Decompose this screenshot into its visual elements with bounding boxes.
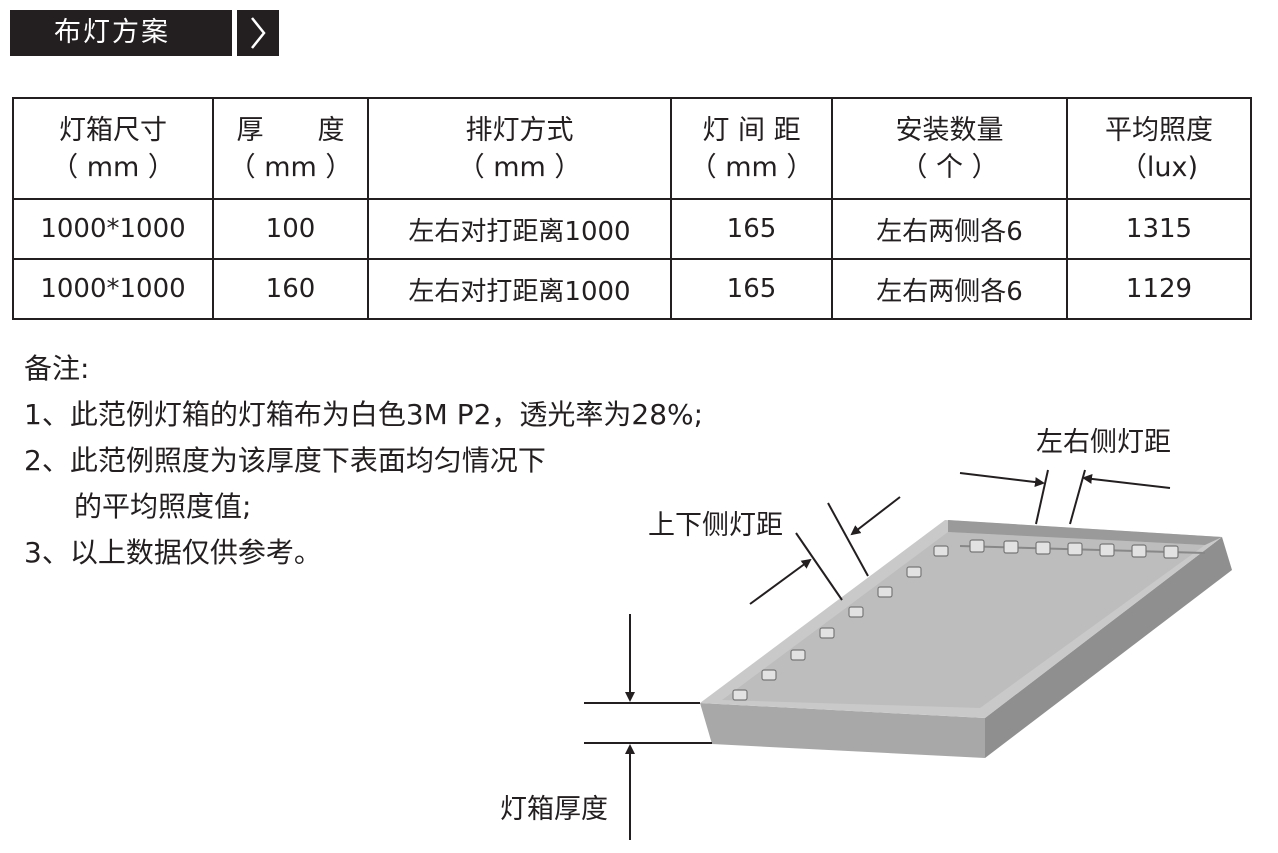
notes-heading: 备注: — [24, 352, 90, 385]
table-cell: 左右对打距离1000 — [367, 258, 672, 320]
box-inner-back-wall — [948, 520, 1222, 545]
box-inner-face — [722, 532, 1205, 708]
table-cell: 1129 — [1066, 258, 1252, 320]
lightbox-body — [700, 520, 1232, 758]
table-cell: 100 — [212, 198, 369, 260]
table-row: 1000*1000 160 左右对打距离1000 165 左右两侧各6 1129 — [12, 258, 1252, 320]
table-cell: 左右两侧各6 — [831, 198, 1068, 260]
section-title: 布灯方案 — [10, 10, 232, 56]
table-cell: 165 — [670, 258, 833, 320]
dimension-lines — [584, 469, 1171, 840]
header-spacing: 灯 间 距（ mm ） — [670, 97, 833, 200]
table-cell: 1000*1000 — [12, 258, 214, 320]
table-cell: 左右对打距离1000 — [367, 198, 672, 260]
table-cell: 1315 — [1066, 198, 1252, 260]
header-illuminance: 平均照度（lux) — [1066, 97, 1252, 200]
led-row-left — [732, 545, 949, 701]
notes-section: 备注: 1、此范例灯箱的灯箱布为白色3M P2，透光率为28%; 2、此范例照度… — [24, 346, 703, 576]
box-front-face — [700, 703, 985, 758]
table-header-row: 灯箱尺寸（ mm ） 厚 度（ mm ） 排灯方式（ mm ） 灯 间 距（ m… — [12, 97, 1252, 200]
table-cell: 1000*1000 — [12, 198, 214, 260]
chevron-right-icon[interactable] — [237, 10, 279, 56]
note-item-continuation: 的平均照度值; — [74, 490, 252, 523]
led-row-back — [959, 539, 1206, 559]
table-cell: 左右两侧各6 — [831, 258, 1068, 320]
note-item: 1、此范例灯箱的灯箱布为白色3M P2，透光率为28%; — [24, 398, 704, 431]
note-item: 3、以上数据仅供参考。 — [24, 536, 322, 569]
thickness-label: 灯箱厚度 — [500, 794, 608, 825]
top-bottom-spacing-label: 上下侧灯距 — [648, 510, 783, 541]
note-item: 2、此范例照度为该厚度下表面均匀情况下 — [24, 444, 546, 477]
header-arrangement: 排灯方式（ mm ） — [367, 97, 672, 200]
layout-spec-table: 灯箱尺寸（ mm ） 厚 度（ mm ） 排灯方式（ mm ） 灯 间 距（ m… — [12, 97, 1252, 320]
header-quantity: 安装数量（ 个 ） — [831, 97, 1068, 200]
table-row: 1000*1000 100 左右对打距离1000 165 左右两侧各6 1315 — [12, 198, 1252, 260]
table-cell: 165 — [670, 198, 833, 260]
box-right-face — [985, 537, 1232, 758]
side-spacing-label: 左右侧灯距 — [1036, 427, 1171, 458]
header-thickness: 厚 度（ mm ） — [212, 97, 369, 200]
table-cell: 160 — [212, 258, 369, 320]
section-title-bar: 布灯方案 — [10, 10, 279, 56]
header-box-size: 灯箱尺寸（ mm ） — [12, 97, 214, 200]
